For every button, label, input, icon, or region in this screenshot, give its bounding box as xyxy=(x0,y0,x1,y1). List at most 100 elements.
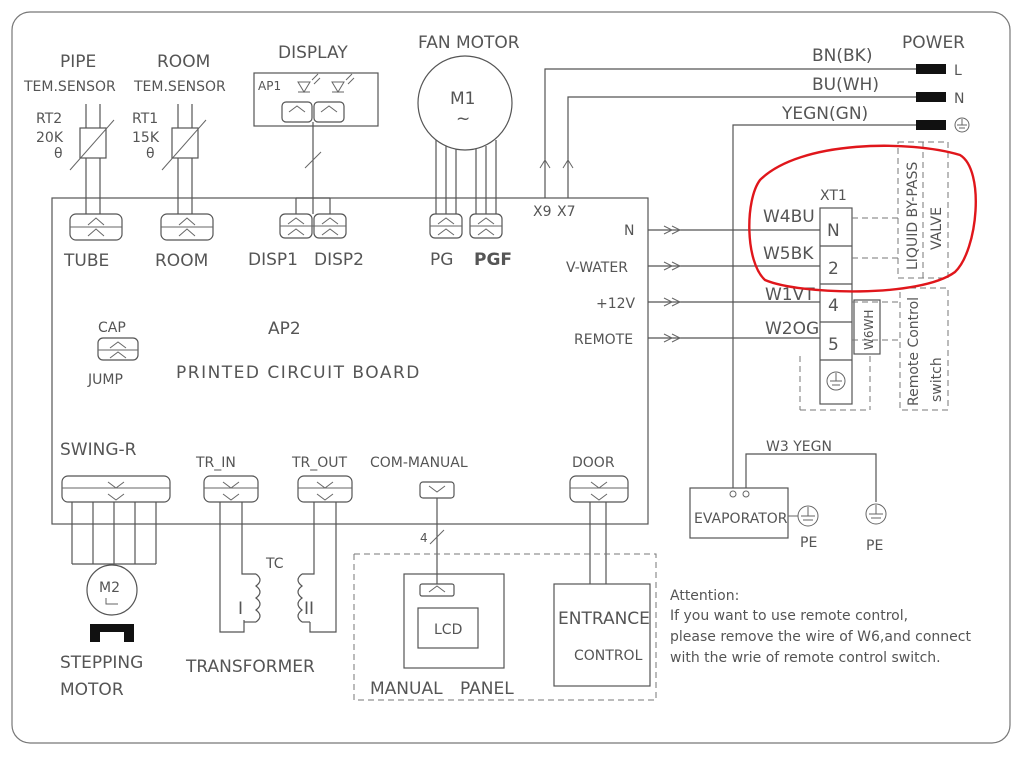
pe-ground-icon-1 xyxy=(788,505,819,527)
jump-label: JUMP xyxy=(87,372,123,388)
terminal-n: N xyxy=(827,221,840,241)
bu-label: BU(WH) xyxy=(812,75,879,95)
cap-label: CAP xyxy=(98,320,126,336)
remote-control-label: Remote Control xyxy=(906,297,922,406)
pcb-board xyxy=(51,197,649,525)
display-label: DISPLAY xyxy=(278,43,348,63)
coil-2-label: II xyxy=(304,599,314,619)
terminal-2: 2 xyxy=(828,259,839,279)
tr-in-label: TR_IN xyxy=(195,455,236,471)
room-thermistor xyxy=(161,104,207,214)
lcd-label: LCD xyxy=(434,622,462,638)
entrance-control-box xyxy=(553,583,651,687)
display-connector xyxy=(281,101,345,123)
bus-count: 4 xyxy=(420,531,428,545)
room-sensor-label: TEM.SENSOR xyxy=(133,79,226,95)
manual-panel-outline xyxy=(353,553,657,701)
pipe-sensor-label: TEM.SENSOR xyxy=(23,79,116,95)
motor-label: MOTOR xyxy=(60,680,124,700)
pin-vwater-label: V-WATER xyxy=(566,260,628,276)
terminal-e xyxy=(916,120,946,130)
x9-label: X9 xyxy=(533,204,552,220)
terminal-n xyxy=(916,92,946,102)
stepping-motor-m2 xyxy=(86,564,138,616)
tc-label: TC xyxy=(265,556,284,572)
rt1-label: RT1 xyxy=(132,111,158,127)
pgf-label: PGF xyxy=(474,250,512,270)
terminal-4: 4 xyxy=(828,296,839,316)
door-label: DOOR xyxy=(572,455,615,471)
disp-connectors xyxy=(279,213,347,239)
w6wh-jumper xyxy=(853,299,881,355)
transformer-tc xyxy=(219,502,337,633)
disp2-label: DISP2 xyxy=(314,250,364,270)
transformer-label: TRANSFORMER xyxy=(185,657,315,677)
pin-wires xyxy=(648,225,820,343)
display-board xyxy=(253,72,379,127)
w6wh-label: W6WH xyxy=(862,310,876,350)
rt1-value: 15K xyxy=(132,130,160,146)
disp1-label: DISP1 xyxy=(248,250,298,270)
cap-connector xyxy=(97,337,139,361)
attention-title: Attention: xyxy=(670,588,739,604)
w2og-label: W2OG xyxy=(765,319,819,339)
power-l: L xyxy=(954,63,962,79)
m1-tilde: ~ xyxy=(456,109,470,129)
w5bk-label: W5BK xyxy=(763,244,814,264)
pin-12v-label: +12V xyxy=(596,296,636,312)
remote-switch-box xyxy=(899,287,949,411)
pin-remote-label: REMOTE xyxy=(574,332,633,348)
attention-line-2: please remove the wire of W6,and connect xyxy=(670,629,971,645)
room-label: ROOM xyxy=(157,52,210,72)
ap1-label: AP1 xyxy=(258,79,281,93)
terminal-l xyxy=(916,64,946,74)
pg-connectors xyxy=(429,213,503,239)
swing-wires xyxy=(71,502,157,565)
highlight-circle xyxy=(748,144,977,293)
lcd-connector xyxy=(419,583,455,597)
pipe-label: PIPE xyxy=(60,52,96,72)
page-frame xyxy=(11,11,1011,744)
x9-x7-arrows xyxy=(539,159,574,198)
evaporator-box xyxy=(689,487,789,539)
w3-label: W3 YEGN xyxy=(766,439,832,455)
evaporator-label: EVAPORATOR xyxy=(694,511,788,527)
pe-label-1: PE xyxy=(800,535,817,551)
control-label: CONTROL xyxy=(574,648,643,664)
fan-wires xyxy=(435,140,497,214)
lcd-box xyxy=(417,607,479,649)
tr-out-label: TR_OUT xyxy=(291,455,348,471)
door-connector xyxy=(569,475,629,503)
attention-line-1: If you want to use remote control, xyxy=(670,608,908,624)
pcb-label: PRINTED CIRCUIT BOARD xyxy=(176,363,421,383)
power-wires xyxy=(544,68,916,488)
tr-connectors xyxy=(203,475,353,503)
ap2-label: AP2 xyxy=(268,319,301,339)
m2-label: M2 xyxy=(99,580,120,596)
manual-panel-box xyxy=(403,573,505,669)
rt2-value: 20K xyxy=(36,130,64,146)
swing-r-label: SWING-R xyxy=(60,440,137,460)
fan-motor-m1 xyxy=(417,55,513,151)
coil-1-label: I xyxy=(238,599,243,619)
room-conn-label: ROOM xyxy=(155,251,208,271)
fan-motor-label: FAN MOTOR xyxy=(418,33,520,53)
tube-label: TUBE xyxy=(63,251,109,271)
manual-label: MANUAL xyxy=(370,679,443,699)
terminal-block-xt1 xyxy=(819,207,853,405)
led-icons xyxy=(297,73,355,93)
com-manual-connector xyxy=(419,481,455,499)
ground-icon xyxy=(954,117,970,133)
pipe-thermistor xyxy=(69,104,115,214)
swing-connector xyxy=(61,475,171,503)
panel-label: PANEL xyxy=(460,679,514,699)
valve-label: VALVE xyxy=(929,207,945,250)
m1-label: M1 xyxy=(450,89,475,109)
stepping-label: STEPPING xyxy=(60,653,143,673)
bn-label: BN(BK) xyxy=(812,46,872,66)
pe-label-2: PE xyxy=(866,538,883,554)
power-n: N xyxy=(954,91,964,107)
xt1-label: XT1 xyxy=(820,188,847,204)
motor-base-icon xyxy=(90,624,134,642)
